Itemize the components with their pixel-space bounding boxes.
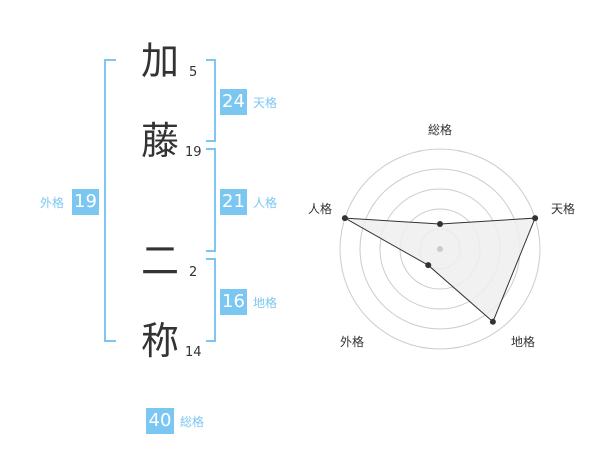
radar-point-0: [437, 221, 443, 227]
chi-value: 16: [220, 289, 247, 315]
radar-center-dot: [437, 246, 443, 252]
ten-value: 24: [220, 89, 247, 115]
stroke-count-4: 14: [185, 345, 202, 360]
sou-label: 総格: [180, 415, 205, 429]
radar-polygon: [344, 217, 536, 323]
radar-point-1: [532, 215, 539, 222]
name-char-1: 加: [141, 39, 180, 83]
radar-point-4: [341, 215, 348, 222]
jin-value: 21: [220, 189, 247, 215]
axis-label-chi: 地格: [511, 334, 535, 349]
radar-points: [341, 215, 539, 325]
jin-label: 人格: [253, 196, 278, 210]
ten-bracket: [206, 59, 216, 142]
axis-label-gai: 外格: [340, 334, 364, 349]
outer-bracket: [104, 59, 116, 342]
gai-value: 19: [72, 189, 99, 215]
name-char-2: 藤: [141, 119, 180, 163]
jin-bracket: [206, 148, 216, 252]
chi-label: 地格: [253, 296, 278, 310]
stroke-count-2: 19: [185, 145, 202, 160]
radar-ring-5: [339, 148, 541, 350]
name-char-4: 称: [141, 319, 180, 363]
stroke-count-1: 5: [189, 65, 198, 80]
axis-label-ten: 天格: [551, 201, 575, 216]
ten-label: 天格: [253, 96, 278, 110]
chi-bracket: [206, 258, 216, 342]
stroke-count-3: 2: [189, 265, 198, 280]
radar-point-2: [489, 318, 496, 325]
axis-label-jin: 人格: [308, 201, 332, 216]
sou-value: 40: [146, 408, 174, 434]
axis-label-sou: 総格: [428, 122, 452, 137]
radar-point-3: [425, 262, 432, 269]
name-char-3: 二: [141, 239, 180, 283]
gai-label: 外格: [40, 196, 65, 210]
